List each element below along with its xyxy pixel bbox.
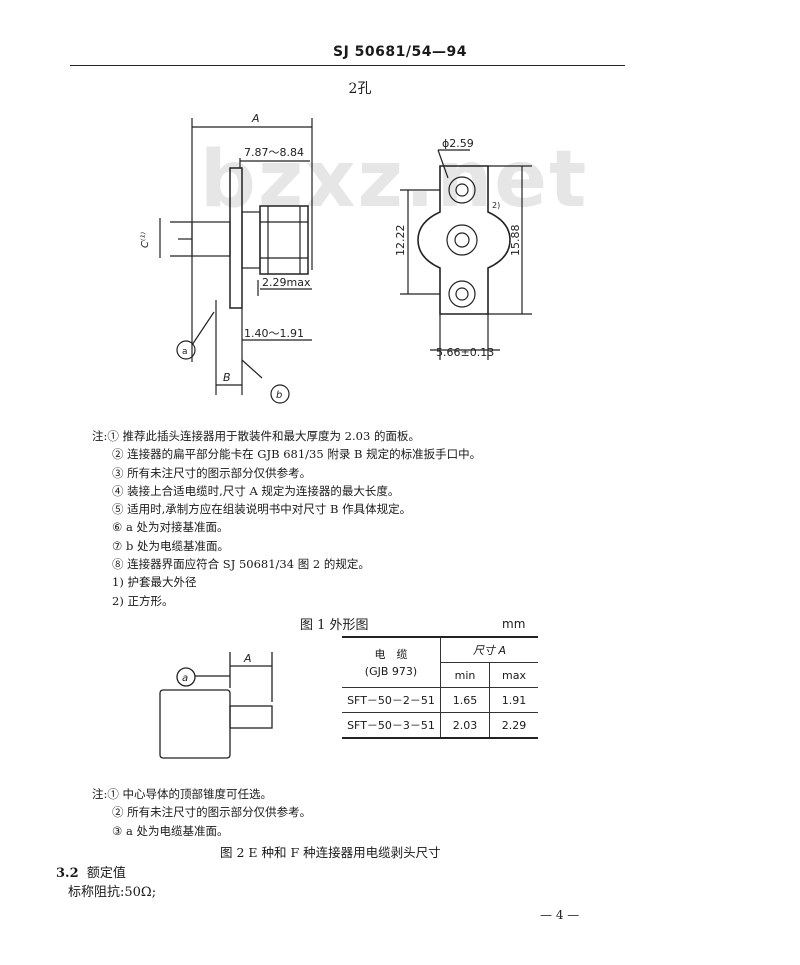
note-item: ⑤ 适用时,承制方应在组装说明书中对尺寸 B 作具体规定。 [112, 502, 412, 517]
section-number: 3.2 [56, 866, 79, 881]
header-max: max [489, 662, 538, 688]
datum-a-circle [176, 667, 196, 687]
body-hex [241, 211, 261, 269]
flange [229, 167, 243, 309]
cell-max: 1.91 [489, 687, 538, 713]
cable-jacket [159, 689, 231, 759]
dim-12-label: 12.22 [394, 225, 407, 257]
cable-table: 电 缆(GJB 973) 尺寸 A min max SFT－50－2－51 1.… [342, 636, 538, 739]
rated-impedance: 标称阻抗:50Ω; [68, 885, 157, 900]
center-contact [446, 224, 478, 256]
note-item: ③ 所有未注尺寸的图示部分仅供参考。 [112, 465, 312, 480]
datum-a-label: a [182, 673, 188, 684]
datum-a-label: a [182, 347, 188, 357]
dim-range2-label: 1.40～1.91 [244, 327, 304, 340]
doc-header: SJ 50681/54—94 [333, 44, 467, 60]
table-row: SFT－50－2－51 1.65 1.91 [342, 687, 538, 713]
page-number: — 4 — [540, 908, 580, 922]
hole-dia-label: ϕ2.59 [442, 137, 474, 150]
notes-prefix: 注: [92, 429, 108, 443]
header-rule [70, 65, 625, 66]
note2-mark: 2) [492, 201, 500, 210]
note-item: ③ a 处为电缆基准面。 [112, 823, 229, 838]
figure2-notes: 注:① 中心导体的顶部锥度可任选。 ② 所有未注尺寸的图示部分仅供参考。 ③ a… [92, 785, 311, 840]
datum-b-label: b [276, 390, 282, 401]
figure1-drawing: A 7.87～8.84 C⁽¹⁾ 2.29max 1.40～1.91 B a b… [140, 112, 532, 404]
cell-max: 2.29 [489, 712, 538, 739]
dim-15-label: 15.88 [509, 225, 522, 257]
body-coupling [259, 205, 309, 275]
dim-a-label: A [243, 652, 252, 665]
note-item: ④ 装接上合适电缆时,尺寸 A 规定为连接器的最大长度。 [112, 483, 400, 498]
datum-b-circle [270, 384, 290, 404]
header-cable: 电 缆(GJB 973) [342, 636, 441, 688]
footnote-item: 1) 护套最大外径 [112, 575, 197, 590]
section-title: 额定值 [86, 866, 126, 881]
center-conductor [229, 705, 273, 729]
dim-range1-label: 7.87～8.84 [244, 146, 304, 159]
cell-min: 2.03 [440, 712, 490, 739]
note-item: ⑥ a 处为对接基准面。 [112, 520, 229, 535]
note-item: ① 推荐此插头连接器用于散装件和最大厚度为 2.03 的面板。 [107, 429, 420, 443]
header-min: min [440, 662, 490, 688]
hole-top [448, 176, 476, 204]
figure2-caption: 图 2 E 种和 F 种连接器用电缆剥头尺寸 [220, 845, 441, 860]
note-item: ② 所有未注尺寸的图示部分仅供参考。 [112, 805, 312, 820]
unit-label: mm [502, 617, 526, 631]
figure2-drawing: A a [159, 652, 273, 759]
cell-min: 1.65 [440, 687, 490, 713]
section-heading: 3.2 额定值 [56, 862, 126, 881]
header-dim: 尺寸 A [440, 636, 538, 663]
dim-c-label: C⁽¹⁾ [140, 232, 151, 248]
figure1-subtitle: 2孔 [348, 81, 372, 97]
note-item: ① 中心导体的顶部锥度可任选。 [107, 787, 273, 801]
cell-cable: SFT－50－3－51 [342, 712, 441, 739]
dim-max-label: 2.29max [262, 276, 311, 289]
figure1-notes: 注:① 推荐此插头连接器用于散装件和最大厚度为 2.03 的面板。 ② 连接器的… [92, 427, 481, 610]
cell-cable: SFT－50－2－51 [342, 687, 441, 713]
figure1-caption: 图 1 外形图 [300, 618, 369, 633]
notes-prefix: 注: [92, 787, 108, 801]
note-item: ② 连接器的扁平部分能卡在 GJB 681/35 附录 B 规定的标准扳手口中。 [112, 447, 482, 462]
dim-a-label: A [251, 112, 260, 125]
note-item: ⑧ 连接器界面应符合 SJ 50681/34 图 2 的规定。 [112, 557, 370, 572]
datum-a-circle [176, 340, 196, 360]
table-row: SFT－50－3－51 2.03 2.29 [342, 712, 538, 739]
dim-b-label: B [223, 371, 231, 384]
dim-566-label: 5.66±0.13 [436, 346, 494, 359]
hole-bottom [448, 280, 476, 308]
cable-stub [191, 221, 231, 257]
footnote-item: 2) 正方形。 [112, 593, 174, 608]
note-item: ⑦ b 处为电缆基准面。 [112, 538, 229, 553]
front-flange-outline [417, 165, 511, 315]
